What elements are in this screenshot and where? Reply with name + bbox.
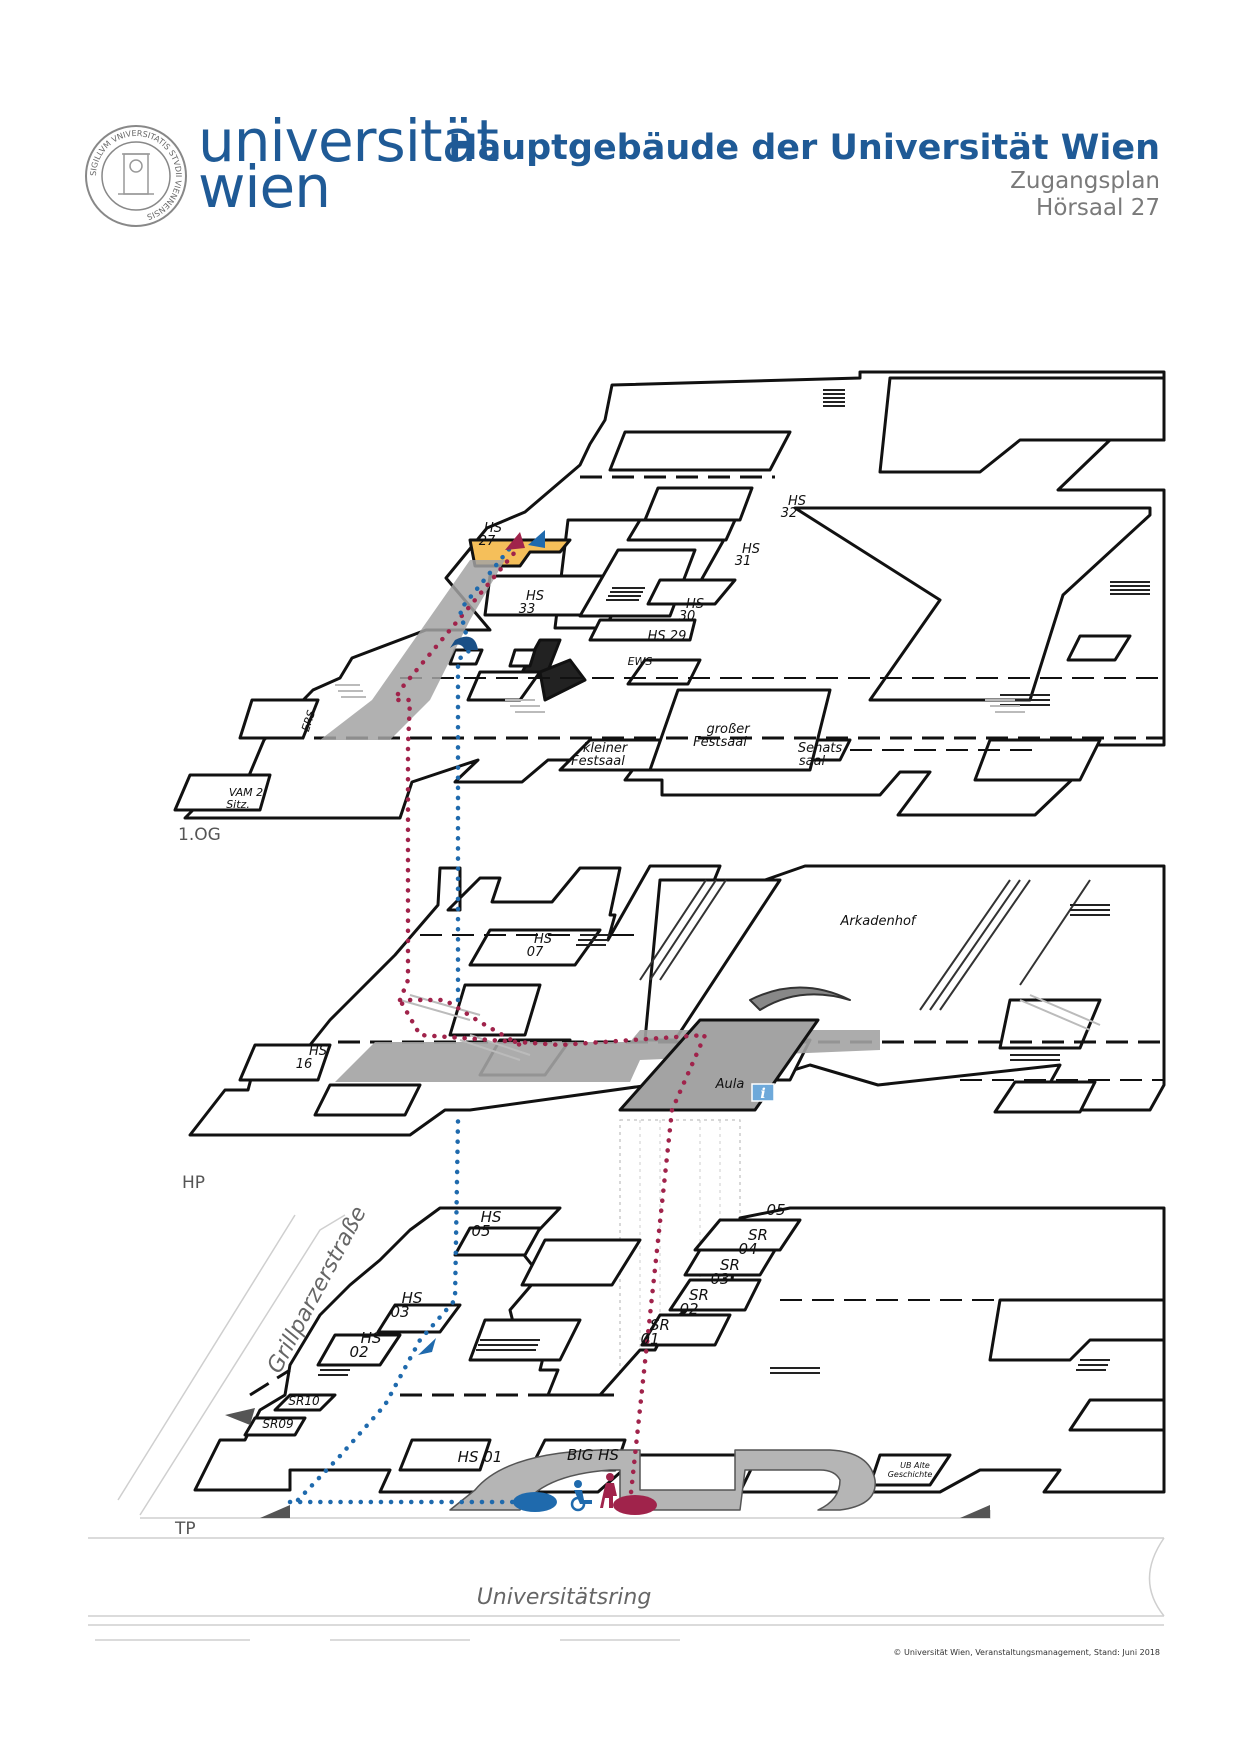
label-sr04-b: 04 xyxy=(738,1240,757,1258)
floor-tp xyxy=(193,1206,1166,1494)
label-grosser-a: großer xyxy=(706,722,751,737)
label-big-hs: BIG HS xyxy=(567,1446,619,1464)
university-seal: SIGILLVM VNIVERSITATIS STVDII VIENNENSIS xyxy=(84,124,188,228)
page-title: Hauptgebäude der Universität Wien xyxy=(448,128,1160,168)
label-hs16-a: HS xyxy=(309,1044,327,1059)
label-hs02-a: HS xyxy=(361,1329,382,1347)
info-icon xyxy=(751,1083,775,1102)
label-sr03-b: 03 xyxy=(710,1270,729,1288)
label-hs31-a: HS xyxy=(742,542,760,557)
label-hs29: HS 29 xyxy=(648,629,687,644)
street-ring: Universitätsring xyxy=(477,1585,652,1610)
title-block: Hauptgebäude der Universität Wien Zugang… xyxy=(448,128,1160,222)
label-hs30-a: HS xyxy=(686,597,704,612)
label-ub-b: Geschichte xyxy=(888,1470,933,1479)
label-sr02-a: SR xyxy=(689,1286,709,1304)
label-grosser-b: Festsaal xyxy=(693,735,747,750)
label-hs03-a: HS xyxy=(402,1289,423,1307)
route-red xyxy=(391,537,709,1505)
logo-line2: wien xyxy=(198,153,331,221)
label-hs30-b: 30 xyxy=(679,609,696,624)
label-sr01-a: SR xyxy=(650,1316,670,1334)
label-ub-a: UB Alte xyxy=(900,1461,930,1470)
label-ews: EWS xyxy=(628,655,653,668)
label-sr10: SR10 xyxy=(288,1394,320,1408)
label-vam-b: Sitz. xyxy=(226,798,250,811)
label-hs32-b: 32 xyxy=(781,506,798,521)
label-hs16-b: 16 xyxy=(296,1057,313,1072)
label-hs05-b: 05 xyxy=(471,1222,490,1240)
footer-credit: © Universität Wien, Veranstaltungsmanage… xyxy=(893,1648,1160,1657)
label-kleiner-b: Festsaal xyxy=(571,754,625,769)
subtitle-room: Hörsaal 27 xyxy=(1036,195,1160,221)
label-hs33-a: HS xyxy=(526,589,544,604)
label-senats-b: saal xyxy=(799,754,826,769)
floor-label-hp: HP xyxy=(182,1173,205,1193)
label-hs33-b: 33 xyxy=(519,602,536,617)
pedestrian-icon xyxy=(600,1473,617,1508)
wheelchair-icon xyxy=(570,1480,592,1512)
subtitle-plan: Zugangsplan xyxy=(1010,168,1160,194)
label-hs05-a: HS xyxy=(481,1208,502,1226)
label-hs27-a: HS xyxy=(484,521,502,536)
floor-og xyxy=(173,370,1166,820)
info-letter: i xyxy=(760,1086,765,1102)
label-hs03-b: 03 xyxy=(390,1303,409,1321)
logo-line1: universität xyxy=(198,107,499,175)
floor-label-tp: TP xyxy=(174,1519,196,1539)
label-aula: Aula xyxy=(715,1077,745,1092)
label-sr09: SR09 xyxy=(262,1417,293,1431)
label-hs02-b: 02 xyxy=(349,1343,368,1361)
label-hs31-b: 31 xyxy=(735,554,752,569)
floor-label-og: 1.OG xyxy=(178,825,221,845)
label-sr01-b: 01 xyxy=(640,1330,659,1348)
label-senats-a: Senats xyxy=(798,741,843,756)
label-sr04-a: SR xyxy=(748,1226,768,1244)
label-sr02-b: 02 xyxy=(679,1300,698,1318)
label-hs07-b: 07 xyxy=(527,945,544,960)
label-hs27-b: 27 xyxy=(479,534,496,549)
label-kleiner-a: kleiner xyxy=(583,741,629,756)
label-vam-a: VAM 2 xyxy=(229,786,263,799)
label-ers: ERS xyxy=(299,709,318,734)
label-arkadenhof: Arkadenhof xyxy=(840,914,918,929)
label-sr05-b: 05 xyxy=(766,1201,785,1219)
label-sr03-a: SR xyxy=(720,1256,740,1274)
label-hs32-a: HS xyxy=(788,494,806,509)
label-hs07-a: HS xyxy=(534,932,552,947)
label-hs01: HS 01 xyxy=(458,1448,503,1466)
university-logo: universität wien xyxy=(198,107,499,221)
